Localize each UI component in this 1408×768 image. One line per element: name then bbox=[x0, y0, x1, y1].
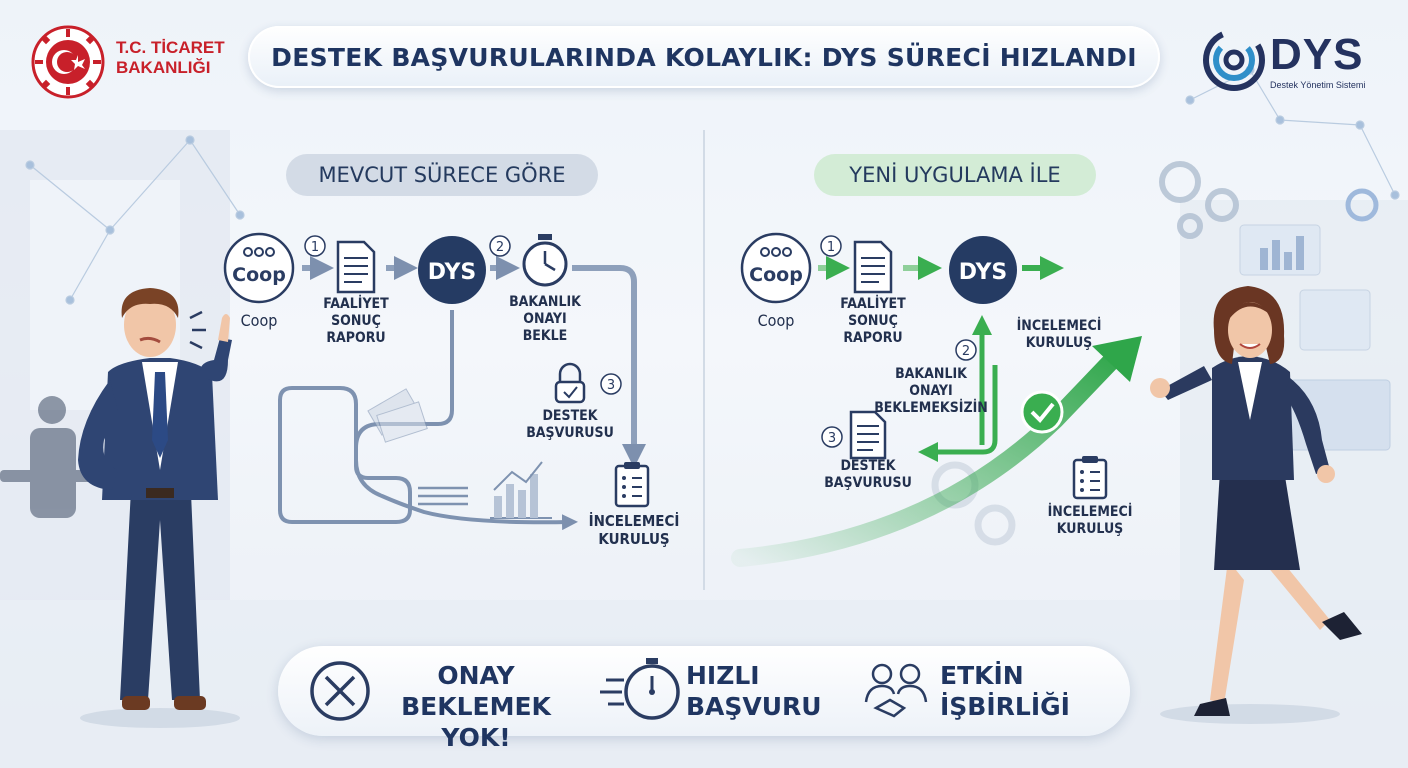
new-application-doc-icon bbox=[849, 410, 887, 460]
handshake-icon bbox=[864, 663, 928, 718]
dys-logo-word: DYS bbox=[1270, 30, 1364, 79]
old-step2-label: BAKANLIK ONAYI BEKLE bbox=[509, 294, 581, 344]
svg-text:1: 1 bbox=[311, 240, 319, 255]
new-step1-label: FAALİYET SONUÇ RAPORU bbox=[840, 296, 906, 346]
old-step1-badge: 1 bbox=[304, 235, 326, 257]
ministry-emblem-icon bbox=[31, 25, 105, 99]
old-document-lines-icon bbox=[418, 486, 468, 506]
new-process-heading: YENİ UYGULAMA İLE bbox=[814, 154, 1096, 196]
old-report-icon bbox=[336, 240, 376, 294]
frustrated-businessman-illustration bbox=[78, 288, 240, 728]
stopwatch-icon bbox=[600, 658, 680, 720]
ministry-name-line2: BAKANLIĞI bbox=[116, 58, 211, 77]
svg-text:3: 3 bbox=[607, 378, 615, 393]
svg-text:2: 2 bbox=[496, 240, 504, 255]
svg-text:2: 2 bbox=[962, 344, 970, 359]
new-coop-icon: Coop bbox=[740, 232, 812, 304]
old-coop-icon-text: Coop bbox=[232, 264, 286, 286]
benefits-bar: ONAY BEKLEMEK YOK! HIZLI BAŞVURU ETKİN İ… bbox=[278, 646, 1130, 752]
new-step1-badge: 1 bbox=[820, 235, 842, 257]
old-bar-chart-icon bbox=[490, 461, 552, 519]
old-clipboard-icon bbox=[614, 462, 650, 508]
x-circle-icon bbox=[310, 661, 370, 721]
benefit-no-waiting: ONAY BEKLEMEK YOK! bbox=[401, 661, 551, 752]
old-step1-label: FAALİYET SONUÇ RAPORU bbox=[323, 296, 389, 346]
old-review-label: İNCELEMECİ KURULUŞ bbox=[588, 512, 680, 548]
new-step3-label: DESTEK BAŞVURUSU bbox=[824, 458, 912, 491]
new-clipboard-icon bbox=[1072, 456, 1108, 500]
new-dys-node: DYS bbox=[949, 236, 1017, 304]
old-lock-icon bbox=[554, 362, 586, 404]
old-stopwatch-icon bbox=[522, 234, 568, 287]
new-report-icon bbox=[853, 240, 893, 294]
svg-text:1: 1 bbox=[827, 240, 835, 255]
benefit-fast-application: HIZLI BAŞVURU bbox=[686, 661, 822, 721]
new-review-top-label: İNCELEMECİ KURULUŞ bbox=[1016, 318, 1102, 351]
old-dys-node: DYS bbox=[418, 236, 486, 304]
dys-logo-subtitle: Destek Yönetim Sistemi bbox=[1270, 80, 1366, 90]
benefit-effective-collaboration: ETKİN İŞBİRLİĞİ bbox=[940, 661, 1070, 721]
old-coop-label: Coop bbox=[240, 311, 278, 330]
new-coop-label: Coop bbox=[757, 311, 795, 330]
new-step2-badge: 2 bbox=[955, 339, 977, 361]
old-step3-label: DESTEK BAŞVURUSU bbox=[526, 408, 614, 441]
new-coop-icon-text: Coop bbox=[749, 264, 803, 286]
new-checkmark-icon bbox=[1020, 390, 1064, 434]
svg-text:DYS: DYS bbox=[959, 260, 1007, 285]
dys-logo: DYS Destek Yönetim Sistemi bbox=[1200, 26, 1380, 96]
new-step3-badge: 3 bbox=[821, 426, 843, 448]
dys-emblem-icon bbox=[1203, 29, 1265, 91]
new-step2-label: BAKANLIK ONAYI BEKLEMEKSİZİN bbox=[874, 366, 988, 416]
old-step2-badge: 2 bbox=[489, 235, 511, 257]
old-coop-icon: Coop bbox=[223, 232, 295, 304]
new-review-bottom-label: İNCELEMECİ KURULUŞ bbox=[1047, 504, 1133, 537]
ministry-logo: T.C. TİCARET BAKANLIĞI bbox=[30, 24, 240, 104]
ministry-name-line1: T.C. TİCARET bbox=[116, 38, 225, 57]
happy-businesswoman-illustration bbox=[1150, 286, 1362, 724]
svg-text:3: 3 bbox=[828, 431, 836, 446]
svg-text:DYS: DYS bbox=[428, 260, 476, 285]
old-paper-stack-icon bbox=[367, 388, 428, 443]
title-banner: DESTEK BAŞVURULARINDA KOLAYLIK: DYS SÜRE… bbox=[248, 26, 1160, 88]
page-title: DESTEK BAŞVURULARINDA KOLAYLIK: DYS SÜRE… bbox=[271, 42, 1137, 72]
old-process-heading: MEVCUT SÜRECE GÖRE bbox=[286, 154, 598, 196]
old-step3-badge: 3 bbox=[600, 373, 622, 395]
